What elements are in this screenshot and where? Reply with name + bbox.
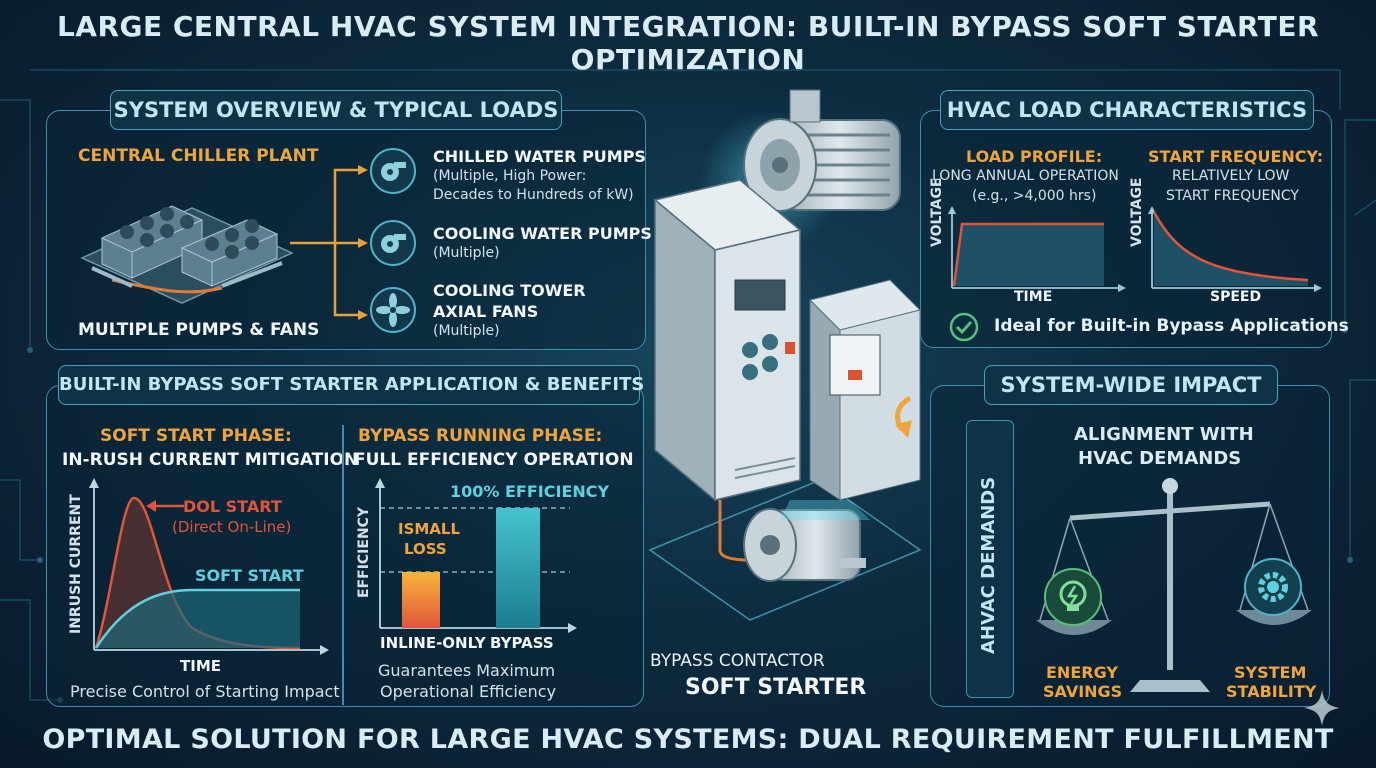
load-name-line2: AXIAL FANS <box>433 302 539 321</box>
efficiency-ylabel: EFFICIENCY <box>356 506 372 598</box>
load-detail: (Multiple) <box>433 323 500 339</box>
check-icon <box>949 312 979 342</box>
dol-label: DOL START <box>183 497 282 516</box>
balance-scale-illustration <box>1036 478 1312 692</box>
ideal-text: Ideal for Built-in Bypass Applications <box>994 316 1349 336</box>
load-detail: (Multiple) <box>433 245 500 261</box>
plant-connectors <box>290 165 368 320</box>
load-detail: (Multiple, High Power: <box>433 168 587 184</box>
soft-starter-illustration <box>648 89 922 621</box>
soft-start-subtitle: IN-RUSH CURRENT MITIGATION <box>62 450 359 470</box>
load-name: COOLING TOWER <box>433 281 586 300</box>
application-heading: BUILT-IN BYPASS SOFT STARTER APPLICATION… <box>58 365 644 405</box>
load-profile-text: LONG ANNUAL OPERATION <box>932 168 1119 184</box>
plant-label: CENTRAL CHILLER PLANT <box>78 146 319 166</box>
soft-starter-label: SOFT STARTER <box>685 675 867 700</box>
gear-icon <box>1244 558 1302 616</box>
inrush-ylabel: INRUSH CURRENT <box>68 494 84 634</box>
bypass-phase-title: BYPASS RUNNING PHASE: <box>358 426 603 446</box>
system-stability-label: SYSTEM <box>1234 663 1307 682</box>
bypass-contactor <box>809 279 921 501</box>
start-frequency-chart <box>1148 206 1322 292</box>
system-stability-label: STABILITY <box>1226 682 1317 701</box>
fan-icon <box>370 287 416 333</box>
plant-caption: MULTIPLE PUMPS & FANS <box>78 320 320 340</box>
bypass-contactor-label: BYPASS CONTACTOR <box>650 651 825 671</box>
efficiency-bar-chart <box>375 478 577 633</box>
soft-starter-unit <box>653 179 802 502</box>
efficiency-label: 100% EFFICIENCY <box>450 482 610 501</box>
profile-ylabel: VOLTAGE <box>929 177 945 247</box>
loss-label: ISMALL <box>398 520 461 538</box>
category-inline-only: INLINE-ONLY <box>380 634 486 652</box>
inrush-xlabel: TIME <box>180 657 221 675</box>
sparkle-icon <box>1304 690 1340 726</box>
bar-bypass <box>496 508 540 628</box>
freq-ylabel: VOLTAGE <box>1129 177 1145 247</box>
soft-start-caption: Precise Control of Starting Impact <box>70 682 340 701</box>
top-motor <box>743 89 901 212</box>
soft-start-title: SOFT START PHASE: <box>100 426 292 446</box>
chiller-plant-illustration <box>80 205 294 304</box>
dol-arrow-icon <box>146 500 184 512</box>
bypass-caption: Operational Efficiency <box>380 682 557 701</box>
bar-inline-only <box>402 572 440 628</box>
energy-savings-label: SAVINGS <box>1043 682 1123 701</box>
load-profile-title: LOAD PROFILE: <box>966 147 1103 166</box>
impact-heading: SYSTEM-WIDE IMPACT <box>984 365 1278 405</box>
overview-heading: SYSTEM OVERVIEW & TYPICAL LOADS <box>110 90 562 130</box>
bypass-caption: Guarantees Maximum <box>378 661 556 680</box>
inrush-current-chart <box>89 478 329 655</box>
load-profile-chart <box>948 206 1126 292</box>
alignment-text: HVAC DEMANDS <box>1078 448 1242 469</box>
energy-savings-label: ENERGY <box>1046 663 1118 682</box>
load-detail: Decades to Hundreds of kW) <box>433 187 634 203</box>
footer-title: OPTIMAL SOLUTION FOR LARGE HVAC SYSTEMS:… <box>42 724 1334 755</box>
phase-divider <box>342 425 344 705</box>
category-bypass: BYPASS <box>490 634 554 652</box>
load-name: COOLING WATER PUMPS <box>433 224 652 243</box>
freq-xlabel: SPEED <box>1210 289 1262 305</box>
bypass-phase-subtitle: FULL EFFICIENCY OPERATION <box>354 450 634 470</box>
start-frequency-text: START FREQUENCY <box>1166 188 1299 204</box>
load-profile-text: (e.g., >4,000 hrs) <box>972 188 1097 204</box>
cooling-pump-icon <box>370 220 416 266</box>
characteristics-heading: HVAC LOAD CHARACTERISTICS <box>940 90 1314 130</box>
start-frequency-text: RELATIVELY LOW <box>1172 168 1290 184</box>
dol-sublabel: (Direct On-Line) <box>172 518 292 536</box>
soft-start-label: SOFT START <box>195 566 304 585</box>
lightbulb-icon <box>1044 568 1102 626</box>
start-frequency-title: START FREQUENCY: <box>1148 147 1324 166</box>
chilled-pump-icon <box>370 148 416 194</box>
side-banner <box>966 420 1014 698</box>
loss-label-line2: LOSS <box>404 540 447 558</box>
load-name: CHILLED WATER PUMPS <box>433 147 646 166</box>
main-title: LARGE CENTRAL HVAC SYSTEM INTEGRATION: B… <box>56 10 1320 76</box>
bottom-motor <box>743 508 866 582</box>
side-banner-label: AHVAC DEMANDS <box>978 476 999 654</box>
profile-xlabel: TIME <box>1014 289 1053 305</box>
alignment-text: ALIGNMENT WITH <box>1074 424 1254 445</box>
